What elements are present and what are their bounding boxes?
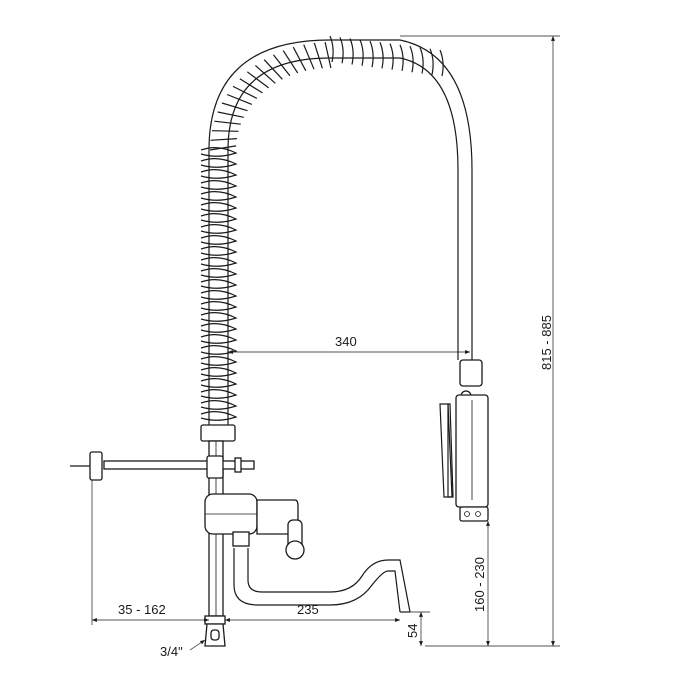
spring-coils xyxy=(200,35,444,421)
swivel-spout xyxy=(232,531,411,613)
spring-hose xyxy=(200,35,473,430)
dim-spray-height-label: 160 - 230 xyxy=(472,557,487,612)
dim-deck-offset-label: 35 - 162 xyxy=(118,602,166,617)
base-fitting xyxy=(204,615,226,647)
mixer-body xyxy=(204,493,305,560)
dim-height-label: 815 - 885 xyxy=(539,315,554,370)
wall-bracket xyxy=(70,451,255,481)
dim-spout-height-label: 54 xyxy=(405,624,420,638)
dim-spout-reach-label: 235 xyxy=(297,602,319,617)
dim-connection-label: 3/4" xyxy=(160,644,183,659)
spring-collar xyxy=(200,424,236,442)
dim-reach-label: 340 xyxy=(335,334,357,349)
dimensions xyxy=(91,35,560,651)
spray-head xyxy=(439,359,489,522)
